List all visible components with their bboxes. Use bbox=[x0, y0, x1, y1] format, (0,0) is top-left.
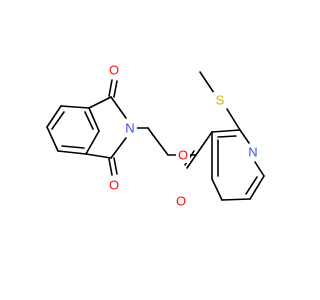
bond bbox=[217, 135, 237, 138]
bond bbox=[51, 111, 65, 130]
atom-o-top: O bbox=[107, 62, 121, 78]
bond bbox=[46, 126, 59, 152]
atom-s-thio: S bbox=[213, 92, 227, 108]
atom-label: N bbox=[248, 145, 257, 160]
bond bbox=[85, 153, 112, 159]
bond bbox=[254, 161, 265, 177]
bond bbox=[211, 129, 241, 133]
bond bbox=[226, 108, 241, 131]
bond bbox=[60, 105, 90, 109]
bond bbox=[88, 96, 112, 109]
bond bbox=[61, 145, 85, 149]
atom-o-ester: O bbox=[176, 147, 190, 163]
bond bbox=[239, 129, 250, 144]
atom-n-pyridine: N bbox=[246, 144, 260, 160]
atom-label: O bbox=[109, 63, 119, 78]
bond bbox=[249, 175, 265, 200]
bond bbox=[84, 111, 94, 130]
bond bbox=[46, 105, 62, 128]
atom-o-bottom: O bbox=[107, 177, 121, 193]
bond bbox=[211, 178, 223, 201]
bond bbox=[245, 176, 258, 195]
atom-n-imide: N bbox=[123, 120, 137, 136]
structure-canvas: O O N O O S N bbox=[46, 62, 265, 209]
bond bbox=[221, 198, 251, 201]
bond bbox=[113, 80, 118, 98]
bond bbox=[113, 157, 118, 175]
bond bbox=[110, 96, 127, 119]
atom-label: O bbox=[176, 194, 186, 209]
atom-o-carbonyl: O bbox=[174, 193, 188, 209]
bond bbox=[85, 130, 100, 155]
bond bbox=[147, 127, 154, 136]
atom-label: O bbox=[178, 148, 188, 163]
atom-label: S bbox=[216, 93, 225, 108]
bond bbox=[108, 79, 113, 97]
bond bbox=[152, 134, 169, 156]
bond bbox=[110, 137, 127, 159]
atom-label: N bbox=[125, 121, 134, 136]
bond bbox=[195, 131, 213, 156]
bond bbox=[88, 107, 100, 132]
bond bbox=[199, 71, 215, 94]
bond bbox=[186, 154, 197, 169]
bond bbox=[108, 158, 113, 176]
bond bbox=[57, 150, 87, 155]
molecule-diagram: O O N O O S N bbox=[46, 62, 265, 209]
atom-label: O bbox=[109, 178, 119, 193]
